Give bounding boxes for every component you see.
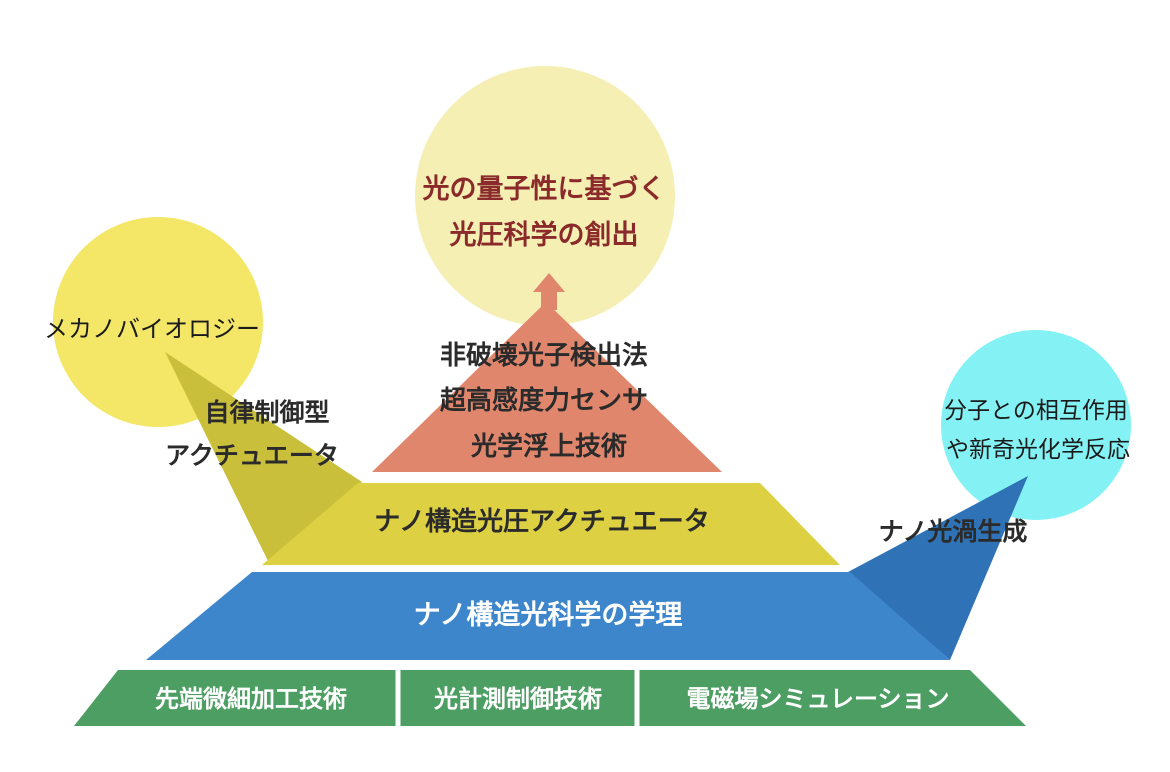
goal-text-line2: 光圧科学の創出 (449, 219, 639, 251)
goal-circle (415, 66, 675, 326)
molecular-interaction-circle (941, 330, 1131, 520)
apex-text-line2: 超高感度力センサ (440, 385, 648, 416)
autonomous-actuator-line2: アクチュエータ (165, 441, 339, 470)
right-connector-shape (848, 476, 1028, 660)
molecular-interaction-line1: 分子との相互作用 (944, 398, 1128, 424)
actuator-tier-label: ナノ構造光圧アクチュエータ (374, 507, 709, 537)
foundation-item-fabrication: 先端微細加工技術 (155, 685, 347, 713)
mechanobiology-label: メカノバイオロジー (44, 315, 260, 343)
autonomous-actuator-line1: 自律制御型 (204, 398, 329, 427)
vortex-label: ナノ光渦生成 (879, 517, 1028, 546)
foundation-item-measurement: 光計測制御技術 (433, 685, 602, 713)
apex-text-line3: 光学浮上技術 (470, 431, 627, 462)
mechanobiology-circle (53, 217, 263, 427)
apex-triangle (372, 302, 722, 472)
apex-text-line1: 非破壊光子検出法 (440, 341, 648, 371)
foundation-item-simulation: 電磁場シミュレーション (686, 685, 949, 713)
molecular-interaction-line2: や新奇光化学反応 (946, 437, 1130, 463)
science-tier (146, 572, 950, 660)
up-arrow (533, 273, 565, 310)
foundation-tier (74, 670, 1026, 726)
actuator-tier (262, 483, 840, 565)
science-tier-label: ナノ構造光科学の学理 (414, 599, 683, 631)
goal-text-line1: 光の量子性に基づく (422, 174, 666, 205)
left-connector-shape (165, 352, 362, 565)
